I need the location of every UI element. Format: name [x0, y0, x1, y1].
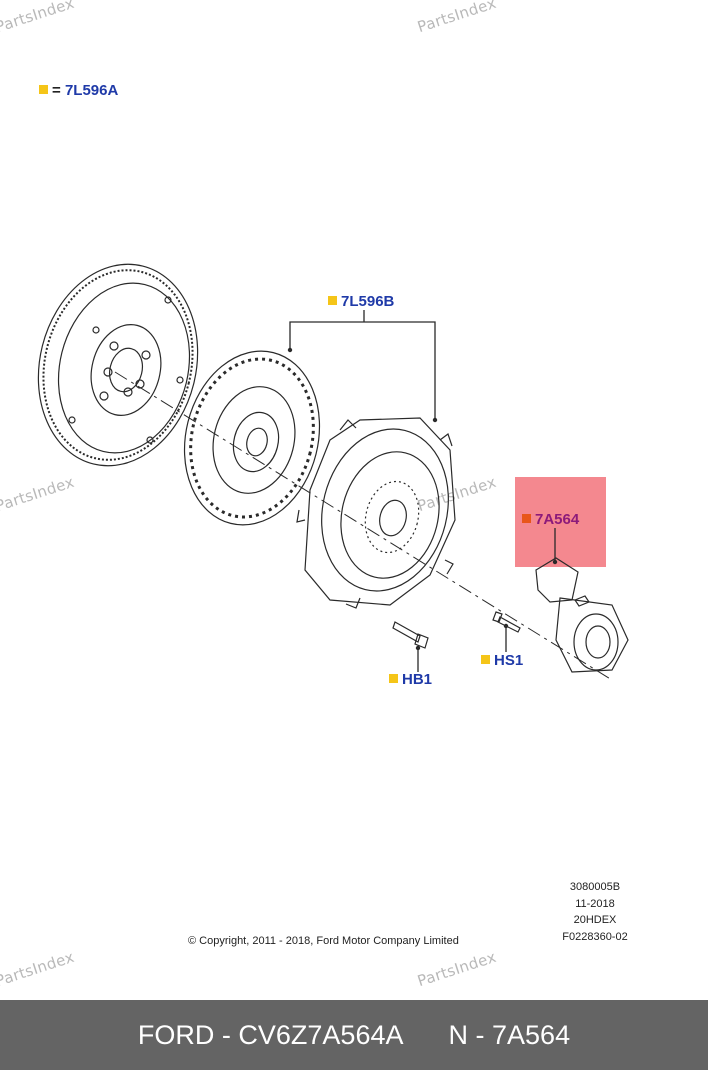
leader-dot	[287, 347, 293, 353]
slave-cylinder-icon	[535, 557, 629, 673]
callout-square-icon	[328, 296, 337, 305]
callout-hs1[interactable]: HS1	[481, 652, 523, 669]
leader-dot	[552, 559, 558, 565]
legend-square-icon	[39, 85, 48, 94]
meta-line: 11-2018	[575, 897, 615, 910]
callout-label: HB1	[402, 671, 433, 688]
bolt-hb1-icon	[392, 621, 429, 649]
center-axis-line	[114, 371, 613, 681]
callout-label: 7A564	[535, 511, 580, 528]
callout-7l596b[interactable]: 7L596B	[328, 293, 394, 310]
pressure-plate-icon	[296, 417, 456, 609]
footer-ref: N - 7A564	[448, 1019, 571, 1050]
callout-square-icon	[481, 655, 490, 664]
leader-dot	[503, 623, 509, 629]
footer-bar: FORD - CV6Z7A564A N - 7A564	[0, 1000, 708, 1070]
callout-7a564[interactable]: 7A564	[522, 511, 579, 528]
bolt-hs1-icon	[492, 611, 521, 633]
leader-dot	[432, 417, 438, 423]
meta-line: 3080005B	[569, 881, 621, 893]
leader-dot	[415, 645, 421, 651]
bracket-7l596b	[289, 321, 436, 420]
meta-line: 20HDEX	[573, 914, 617, 926]
legend-code[interactable]: 7L596A	[64, 82, 119, 99]
meta-line: F0228360-02	[562, 930, 628, 943]
footer-part-number: FORD - CV6Z7A564A	[137, 1019, 404, 1050]
callout-label: HS1	[494, 652, 524, 669]
clutch-disc-icon	[183, 350, 321, 526]
callout-hb1[interactable]: HB1	[389, 671, 432, 688]
exploded-diagram	[37, 263, 629, 681]
legend-equals: =	[52, 82, 61, 99]
callout-square-icon	[389, 674, 398, 683]
diagram-meta: 3080005B 11-2018 20HDEX F0228360-02	[540, 879, 650, 945]
footer-spacer	[404, 1020, 449, 1051]
flywheel-icon	[37, 263, 199, 467]
callout-square-icon	[522, 514, 531, 523]
callout-label: 7L596B	[341, 293, 395, 310]
copyright: © Copyright, 2011 - 2018, Ford Motor Com…	[188, 935, 459, 947]
legend: = 7L596A	[39, 82, 118, 99]
